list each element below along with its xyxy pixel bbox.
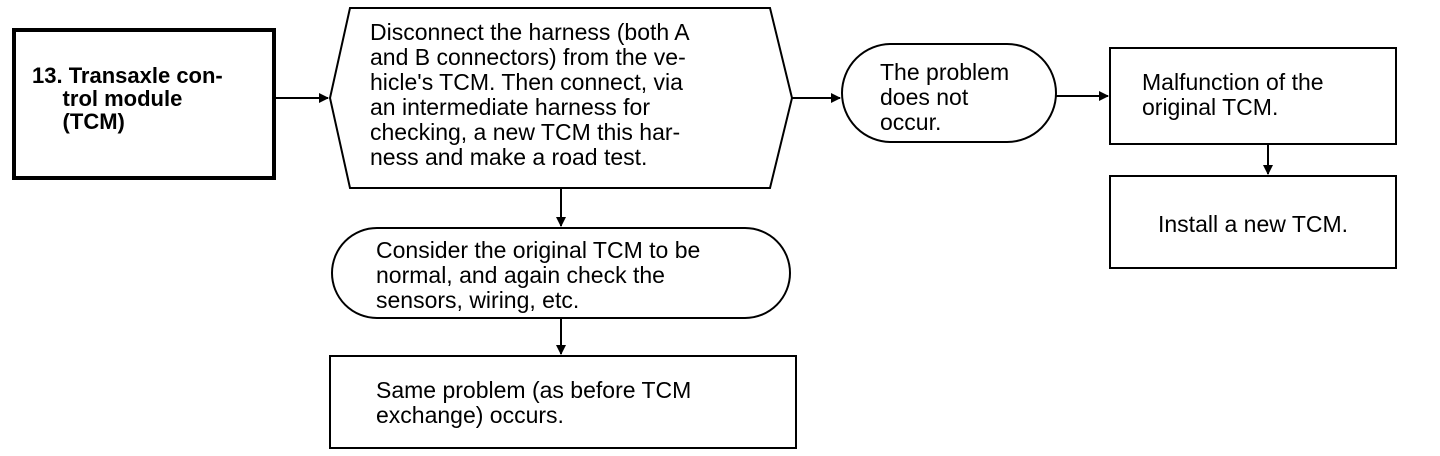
install-box	[1109, 175, 1397, 269]
procedure-label: Disconnect the harness (both A and B con…	[370, 19, 690, 170]
malfunction-box	[1109, 47, 1397, 145]
malfunction-label: Malfunction of the original TCM.	[1142, 69, 1324, 120]
same-problem-label: Same problem (as before TCM exchange) oc…	[376, 377, 692, 428]
tcm-box	[12, 28, 276, 180]
no-problem-label: The problem does not occur.	[880, 59, 1010, 135]
same-problem-box	[329, 355, 797, 449]
consider-label: Consider the original TCM to be normal, …	[376, 237, 701, 313]
tcm-label: 13. Transaxle con- trol module (TCM)	[32, 63, 223, 134]
procedure-hexagon	[328, 7, 794, 189]
no-problem-rounded-box	[841, 43, 1057, 143]
install-label: Install a new TCM.	[1158, 211, 1349, 237]
